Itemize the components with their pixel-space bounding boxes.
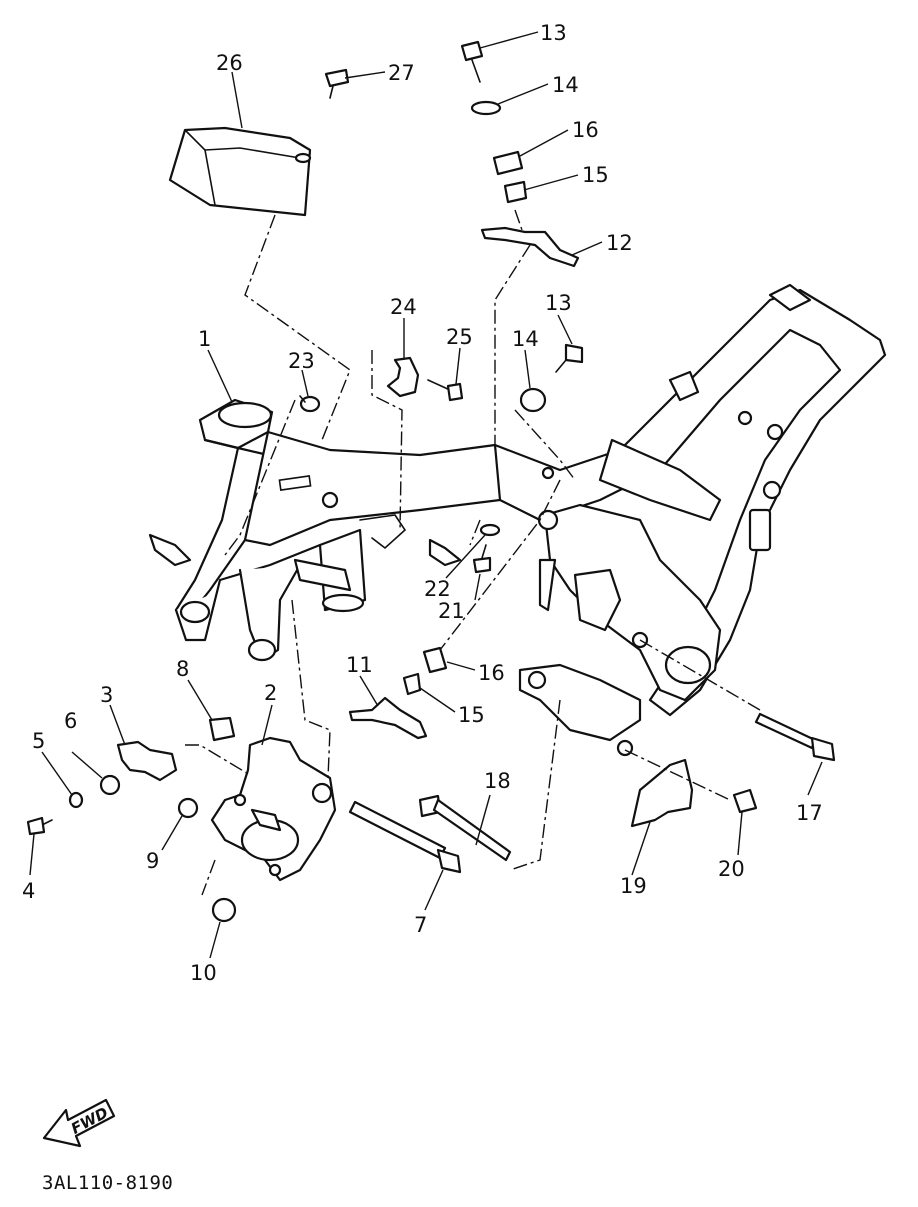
callout-labels: 1 2 3 4 5 6 7 8 9 10 11 12 13 13 14 14 1… xyxy=(22,21,823,985)
part-2-engine-bracket xyxy=(210,736,337,882)
fwd-arrow-icon: FWD xyxy=(42,1098,116,1148)
callout-1: 1 xyxy=(198,327,211,351)
callout-15-top: 15 xyxy=(582,163,609,187)
part-14-washer-top xyxy=(470,100,502,116)
part-4-screw xyxy=(26,816,53,836)
part-15-collar-lower xyxy=(402,672,422,696)
callout-16-top: 16 xyxy=(572,118,599,142)
callout-15-lower: 15 xyxy=(458,703,485,727)
callout-9: 9 xyxy=(146,849,159,873)
part-8-nut xyxy=(208,716,236,742)
callout-16-lower: 16 xyxy=(478,661,505,685)
callout-12: 12 xyxy=(606,231,633,255)
callout-10: 10 xyxy=(190,961,217,985)
part-3-bracket xyxy=(116,740,178,782)
callout-7: 7 xyxy=(414,913,427,937)
part-22-washer xyxy=(479,523,501,537)
callout-19: 19 xyxy=(620,874,647,898)
callout-22: 22 xyxy=(424,577,451,601)
part-13-bolt-top xyxy=(460,40,484,83)
part-20-nut xyxy=(732,788,758,814)
part-11-bracket xyxy=(348,696,428,740)
part-6-washer xyxy=(99,774,121,796)
part-15-collar-top xyxy=(503,180,528,204)
callout-6: 6 xyxy=(64,709,77,733)
part-24-clamp xyxy=(386,356,420,398)
callout-3: 3 xyxy=(100,683,113,707)
callout-26: 26 xyxy=(216,51,243,75)
part-5-washer xyxy=(68,791,84,809)
part-10-nut xyxy=(211,897,237,923)
part-17-bolt xyxy=(754,712,836,762)
part-21-bolt xyxy=(472,544,492,574)
part-9-nut xyxy=(177,797,199,819)
part-27-bolt xyxy=(324,68,350,99)
callout-4: 4 xyxy=(22,879,35,903)
callout-23: 23 xyxy=(288,349,315,373)
callout-13-right: 13 xyxy=(545,291,572,315)
callout-14-right: 14 xyxy=(512,327,539,351)
callout-24: 24 xyxy=(390,295,417,319)
part-18-bolt xyxy=(418,794,512,862)
callout-20: 20 xyxy=(718,857,745,881)
main-frame xyxy=(148,283,887,757)
part-16-grommet-top xyxy=(492,150,524,176)
callout-2: 2 xyxy=(264,681,277,705)
callout-14-top: 14 xyxy=(552,73,579,97)
callout-8: 8 xyxy=(176,657,189,681)
drawing-code: 3AL110-8190 xyxy=(42,1172,174,1194)
callout-13-top: 13 xyxy=(540,21,567,45)
part-23-screw xyxy=(299,395,321,413)
callout-5: 5 xyxy=(32,729,45,753)
callout-25: 25 xyxy=(446,325,473,349)
callout-27: 27 xyxy=(388,61,415,85)
callout-18: 18 xyxy=(484,769,511,793)
part-26-cover xyxy=(168,126,312,217)
callout-21: 21 xyxy=(438,599,465,623)
callout-17: 17 xyxy=(796,801,823,825)
part-13-bolt-right xyxy=(555,343,584,373)
part-14-washer-right xyxy=(519,387,547,413)
callout-leaders xyxy=(29,31,823,959)
assembly-lines xyxy=(185,209,761,896)
part-7-bolt xyxy=(348,800,462,874)
part-25-bolt xyxy=(427,379,464,402)
part-12-bracket xyxy=(480,226,580,268)
part-19-bracket xyxy=(630,758,694,828)
callout-11: 11 xyxy=(346,653,373,677)
part-16-grommet-lower xyxy=(422,646,448,674)
